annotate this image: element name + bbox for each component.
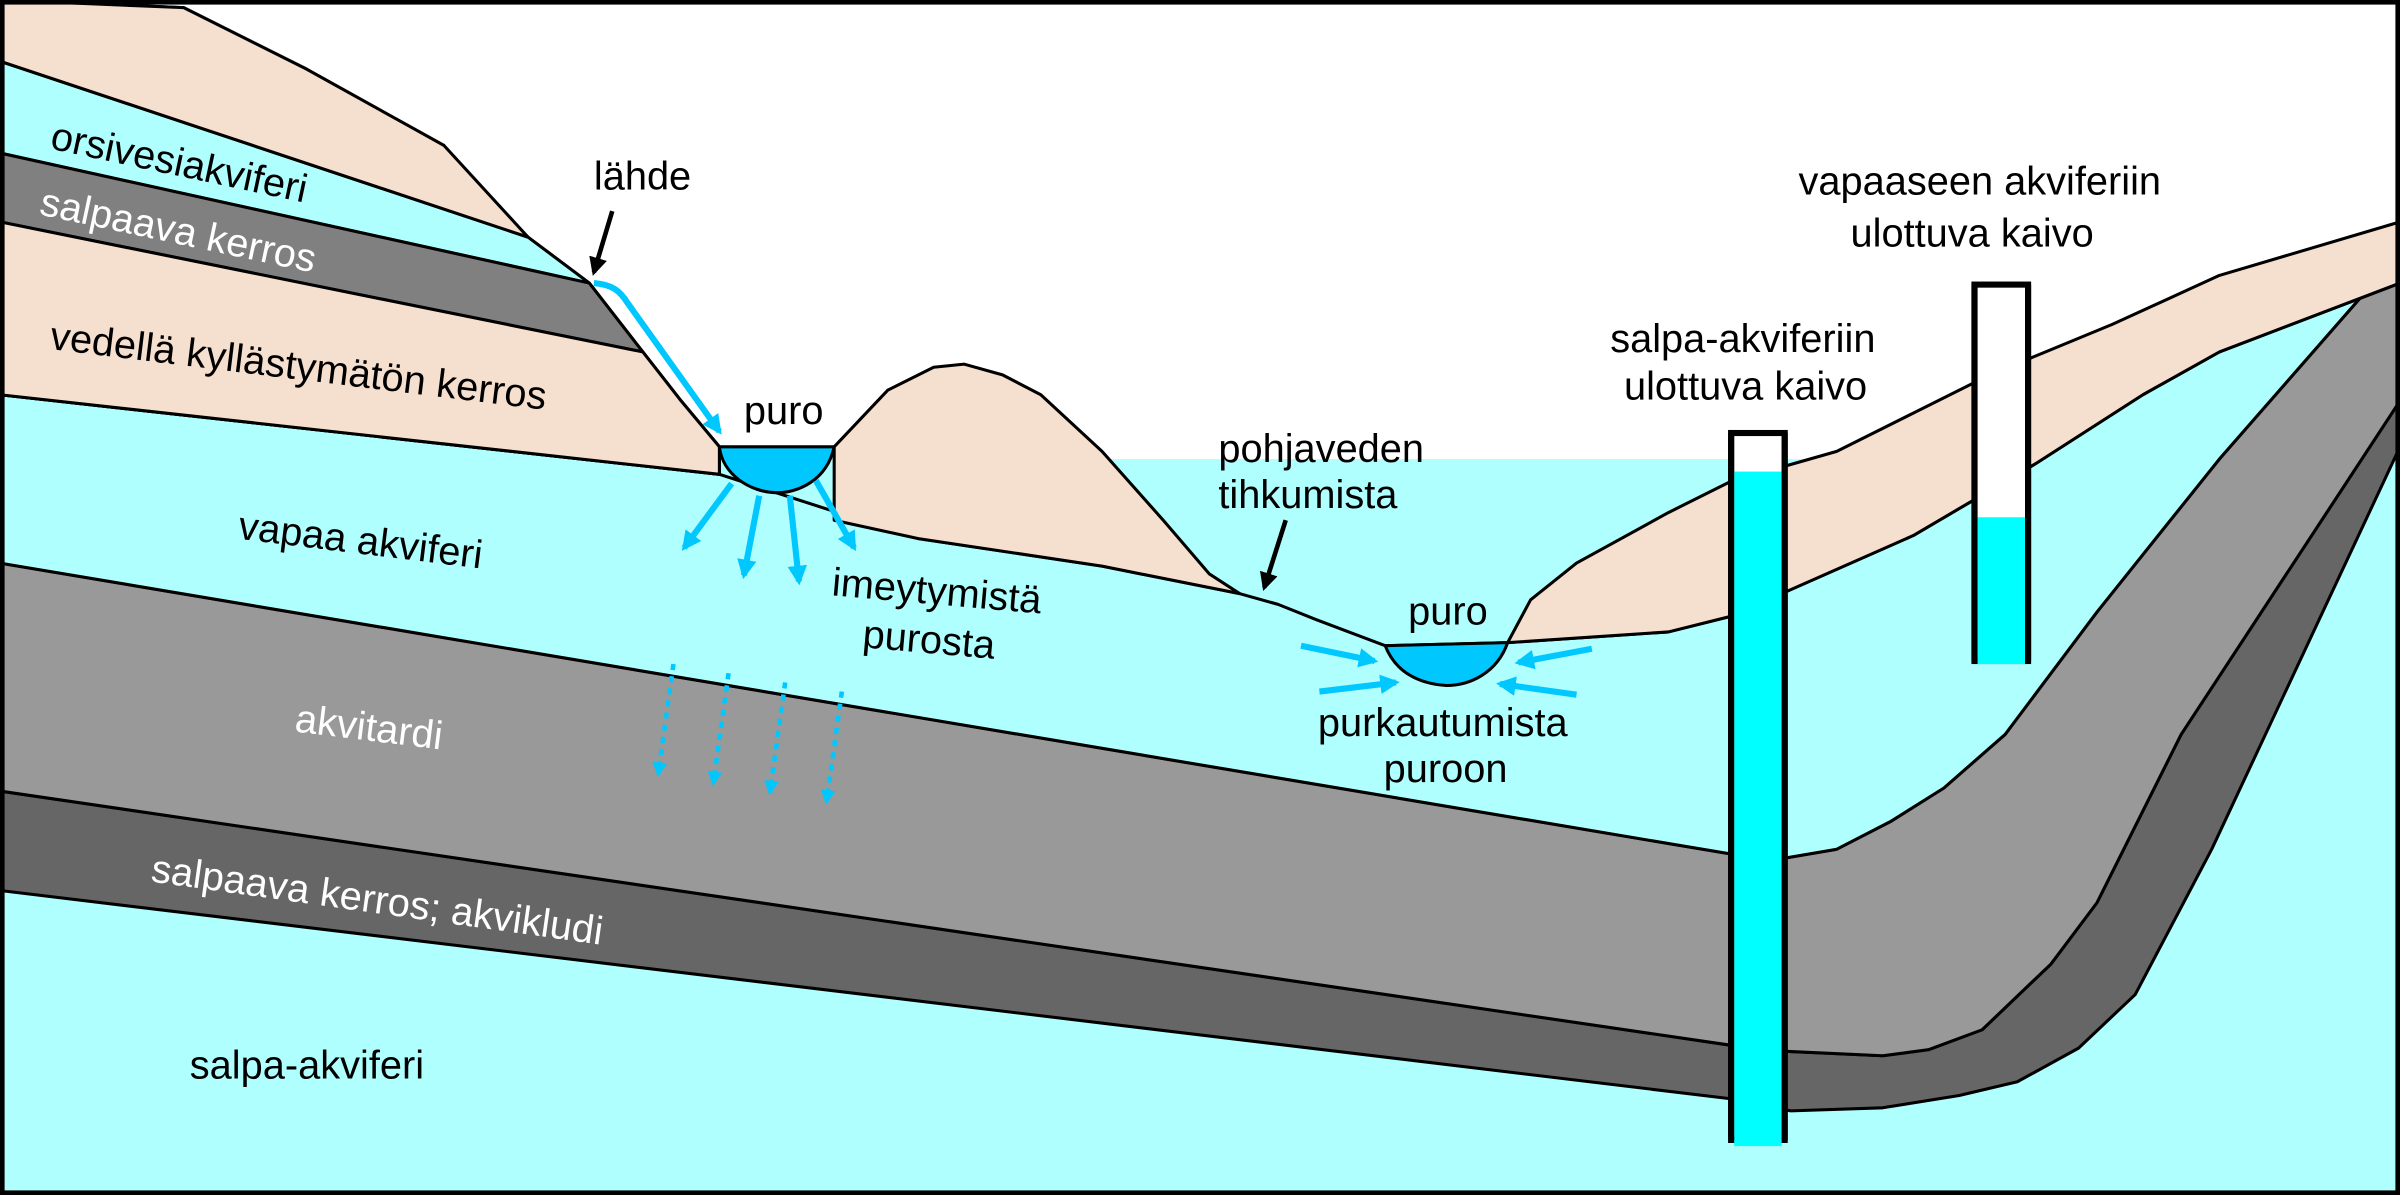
discharge-arrow xyxy=(1319,674,1400,695)
seepage-pointer-arrow xyxy=(1259,519,1288,592)
stream-left-water xyxy=(717,445,836,495)
label-discharge-2: puroon xyxy=(1384,747,1508,791)
label-stream-left: puro xyxy=(744,389,824,433)
infiltration-arrow xyxy=(737,495,763,580)
discharge-arrows xyxy=(1300,642,1593,698)
label-confined-well-1: salpa-akviferiin xyxy=(1610,317,1875,361)
discharge-arrow xyxy=(1496,676,1577,698)
label-confined-well-2: ulottuva kaivo xyxy=(1624,364,1867,408)
confined-well-water xyxy=(1734,471,1782,1147)
unsaturated-top-left xyxy=(0,0,530,239)
infiltration-arrow xyxy=(786,495,808,586)
label-seepage-2: tihkumista xyxy=(1218,473,1398,517)
confined-well xyxy=(1728,429,1788,1147)
label-spring: lähde xyxy=(594,155,691,199)
discharge-arrow xyxy=(1300,642,1379,668)
label-unconfined-well-1: vapaaseen akviferiin xyxy=(1798,159,2161,203)
infiltration-arrow xyxy=(681,481,735,551)
infiltration-arrows xyxy=(681,478,857,586)
stream-right-water xyxy=(1383,641,1510,688)
unconfined-well xyxy=(1971,281,2032,665)
spring-pointer-arrow xyxy=(589,210,615,276)
unsaturated-middle-hill xyxy=(832,362,1242,596)
label-discharge-1: purkautumista xyxy=(1318,701,1569,745)
label-seepage-1: pohjaveden xyxy=(1218,427,1424,471)
label-stream-right: puro xyxy=(1408,589,1488,633)
infiltration-arrow xyxy=(813,478,857,552)
spring-flow-arrow xyxy=(593,280,722,435)
label-confined-aquifer: salpa-akviferi xyxy=(190,1044,424,1088)
discharge-arrow xyxy=(1514,645,1593,670)
unconfined-well-water xyxy=(1977,517,2025,665)
label-unconfined-well-2: ulottuva kaivo xyxy=(1851,211,2094,255)
